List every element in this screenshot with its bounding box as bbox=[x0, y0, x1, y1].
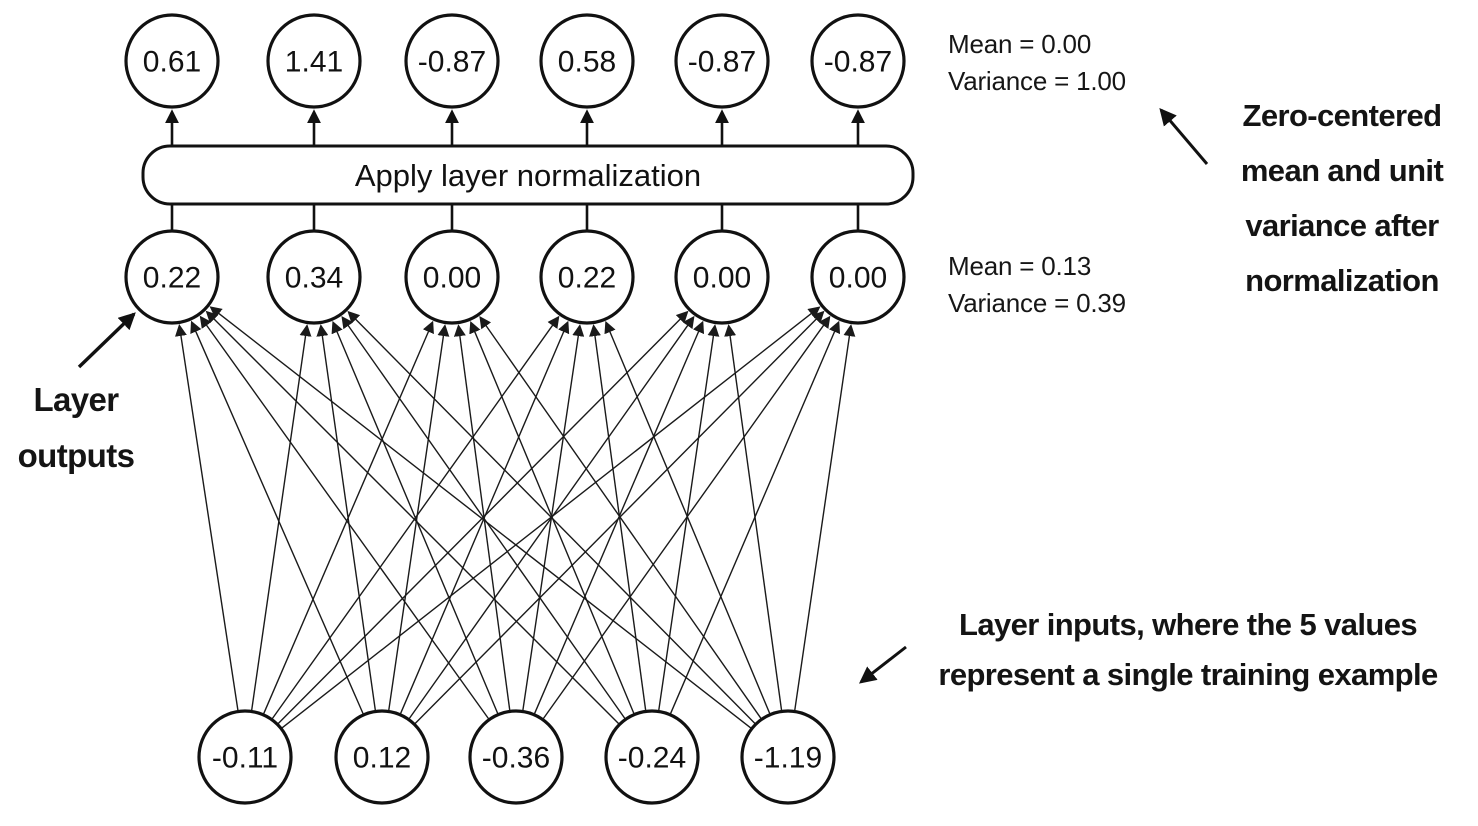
hidden-node-value: 0.34 bbox=[285, 262, 343, 295]
zero-centered-arrow bbox=[1159, 108, 1209, 165]
input-to-hidden-connection bbox=[250, 324, 312, 712]
input-to-hidden-connection bbox=[479, 316, 763, 720]
layer-inputs-line-2: represent a single training example bbox=[938, 657, 1438, 692]
variance-before-value: Variance = 0.39 bbox=[948, 288, 1126, 318]
connections-group bbox=[175, 306, 856, 730]
input-to-hidden-connection bbox=[316, 324, 377, 712]
input-to-hidden-connection bbox=[669, 320, 841, 715]
input-node-value: 0.12 bbox=[353, 742, 411, 775]
input-node bbox=[468, 709, 564, 805]
input-node-value: -0.24 bbox=[618, 742, 686, 775]
variance-after-value: Variance = 1.00 bbox=[948, 66, 1126, 96]
stats-before-normalization: Mean = 0.13 Variance = 0.39 bbox=[948, 248, 1126, 322]
input-node-value: -1.19 bbox=[754, 742, 822, 775]
input-to-hidden-connection bbox=[522, 324, 585, 712]
output-node bbox=[124, 13, 220, 109]
layer-outputs-annotation: Layer outputs bbox=[18, 372, 135, 484]
hidden-node bbox=[266, 229, 362, 325]
input-to-hidden-connection bbox=[589, 324, 647, 712]
mean-before-value: Mean = 0.13 bbox=[948, 251, 1092, 281]
input-to-hidden-connection bbox=[205, 310, 620, 725]
hidden-node-value: 0.00 bbox=[829, 262, 887, 295]
apply-normalization-box bbox=[141, 144, 915, 206]
output-node-value: -0.87 bbox=[824, 46, 892, 79]
output-node bbox=[810, 13, 906, 109]
hidden-node bbox=[674, 229, 770, 325]
output-node bbox=[674, 13, 770, 109]
input-to-hidden-connection bbox=[280, 306, 821, 730]
hidden-node bbox=[810, 229, 906, 325]
input-node bbox=[334, 709, 430, 805]
input-to-hidden-connection bbox=[657, 324, 720, 712]
layer-inputs-annotation: Layer inputs, where the 5 values represe… bbox=[938, 600, 1438, 700]
output-node-value: -0.87 bbox=[688, 46, 756, 79]
input-to-hidden-connection bbox=[199, 315, 490, 721]
box-stems-group bbox=[165, 109, 865, 232]
zero-centered-line-4: normalization bbox=[1245, 263, 1439, 298]
hidden-node-value: 0.00 bbox=[693, 262, 751, 295]
zero-centered-line-1: Zero-centered bbox=[1242, 98, 1443, 133]
hidden-node bbox=[124, 229, 220, 325]
output-node bbox=[539, 13, 635, 109]
layer-inputs-line-1: Layer inputs, where the 5 values bbox=[958, 607, 1418, 642]
zero-centered-line-2: mean and unit bbox=[1240, 153, 1444, 188]
layer-outputs-line-2: outputs bbox=[17, 437, 135, 474]
input-to-hidden-connection bbox=[190, 320, 365, 716]
input-node bbox=[604, 709, 700, 805]
input-to-hidden-connection bbox=[724, 324, 783, 712]
input-to-hidden-connection bbox=[542, 315, 831, 720]
input-to-hidden-connection bbox=[175, 324, 239, 712]
stats-after-normalization: Mean = 0.00 Variance = 1.00 bbox=[948, 26, 1126, 100]
input-node-value: -0.36 bbox=[482, 742, 550, 775]
apply-normalization-label: Apply layer normalization bbox=[355, 158, 701, 193]
zero-centered-annotation: Zero-centered mean and unit variance aft… bbox=[1240, 88, 1444, 308]
output-node-value: 0.61 bbox=[143, 46, 201, 79]
output-node-value: -0.87 bbox=[418, 46, 486, 79]
input-to-hidden-connection bbox=[604, 320, 771, 715]
input-node bbox=[740, 709, 836, 805]
input-to-hidden-connection bbox=[209, 306, 753, 730]
zero-centered-line-3: variance after bbox=[1245, 208, 1439, 243]
input-to-hidden-connection bbox=[347, 310, 757, 725]
output-node-value: 0.58 bbox=[558, 46, 616, 79]
nodes-group: 0.61 1.41 -0.87 0.58 -0.87 -0.87 0.22 0.34 0.00 0… bbox=[124, 13, 906, 805]
layer-outputs-line-1: Layer bbox=[33, 381, 119, 418]
input-node bbox=[197, 709, 293, 805]
hidden-node bbox=[404, 229, 500, 325]
hidden-node-value: 0.00 bbox=[423, 262, 481, 295]
layer-inputs-arrow bbox=[858, 645, 907, 684]
input-to-hidden-connection bbox=[271, 315, 560, 720]
layer-outputs-arrow bbox=[77, 312, 136, 369]
output-node bbox=[404, 13, 500, 109]
input-to-hidden-connection bbox=[387, 324, 450, 712]
input-to-hidden-connection bbox=[331, 320, 499, 715]
input-node-value: -0.11 bbox=[212, 742, 278, 775]
hidden-node-value: 0.22 bbox=[558, 262, 616, 295]
hidden-node bbox=[539, 229, 635, 325]
output-node bbox=[266, 13, 362, 109]
input-to-hidden-connection bbox=[341, 315, 627, 720]
mean-after-value: Mean = 0.00 bbox=[948, 29, 1092, 59]
input-to-hidden-connection bbox=[533, 320, 705, 715]
hidden-node-value: 0.22 bbox=[143, 262, 201, 295]
input-to-hidden-connection bbox=[793, 324, 856, 712]
output-node-value: 1.41 bbox=[285, 46, 343, 79]
